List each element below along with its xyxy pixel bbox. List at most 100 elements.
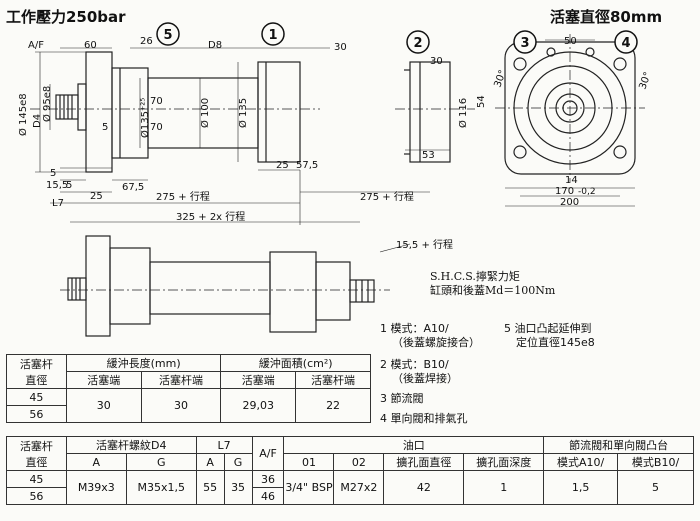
dim-phi145: Ø 145e8 — [17, 93, 29, 136]
dim-15-5: 15,5 — [46, 180, 68, 191]
dim-phi135: Ø 135 — [237, 98, 249, 128]
dim-60: 60 — [84, 40, 97, 51]
cushion-len-rod: 30 — [140, 388, 222, 423]
cushion-area-rod: 22 — [295, 388, 371, 423]
pressure-title: 工作壓力250bar — [6, 8, 126, 26]
dim-header-rod: 活塞杆直徑 — [6, 436, 67, 471]
dim-d4: D4 — [32, 114, 43, 128]
shcs-line-1: S.H.C.S.擰緊力矩 — [430, 270, 520, 283]
cylinder-lower-view — [60, 235, 390, 337]
dim-af-46: 46 — [251, 487, 285, 505]
dim-25a: 25 — [90, 191, 103, 202]
cushion-sub-piston-2: 活塞端 — [220, 371, 297, 389]
cushion-header-area: 緩沖面積(cm²) — [220, 354, 371, 372]
dim-header-af: A/F — [251, 436, 285, 471]
dim-angle-30-left: 30° — [492, 69, 508, 89]
note-1-sub: （後蓋螺旋接合） — [392, 336, 480, 349]
dim-200: 200 — [560, 197, 579, 208]
dim-sub-spotface-diam: 擴孔面直徑 — [383, 453, 465, 471]
dim-sub-l7-a: A — [195, 453, 225, 471]
dim-275a: 275 + 行程 — [156, 190, 210, 203]
dim-tolerance: -0,2 — [578, 187, 596, 197]
dim-53: 53 — [422, 150, 435, 161]
rod-thread — [55, 94, 79, 120]
dim-thread-a: M39x3 — [65, 470, 127, 505]
dim-l7: L7 — [52, 198, 64, 209]
dim-header-port: 油口 — [283, 436, 545, 454]
piston-diameter-title: 活塞直徑80mm — [550, 8, 663, 26]
callout-1-circle — [261, 22, 285, 46]
dim-port-02: M27x2 — [333, 470, 385, 505]
dim-25b: 25 — [276, 160, 289, 171]
dim-d8: D8 — [208, 40, 222, 51]
dim-sub-thread-g: G — [125, 453, 197, 471]
dim-angle-30-right: 30° — [637, 71, 653, 91]
dim-70-bottom: 70 — [150, 122, 163, 133]
dim-14: 14 — [565, 175, 578, 186]
cushion-row-56: 56 — [6, 405, 67, 423]
dim-54: 54 — [476, 95, 487, 108]
flange-front-view — [495, 34, 645, 182]
cushion-area-piston: 29,03 — [220, 388, 297, 423]
dim-header-valve: 節流閥和單向閥凸台 — [543, 436, 694, 454]
dim-5a: 5 — [102, 122, 108, 133]
dim-af-36: 36 — [251, 470, 285, 488]
dim-phi135h: Ø135⁺²⁵ — [139, 98, 151, 138]
note-2: 2 模式：B10/ — [380, 358, 449, 371]
dimensions-table: 活塞杆直徑 活塞杆螺紋D4 L7 A/F 油口 節流閥和單向閥凸台 A G A … — [6, 436, 694, 505]
dim-26: 26 — [140, 36, 153, 47]
dim-spotface-diam: 42 — [383, 470, 465, 505]
note-3: 3 節流閥 — [380, 392, 424, 405]
callout-1: 1 — [268, 28, 277, 43]
cap-block — [257, 61, 301, 163]
note-1: 1 模式：A10/ — [380, 322, 449, 335]
callout-3: 3 — [520, 36, 529, 51]
dim-170: 170 — [555, 186, 574, 197]
cushion-len-piston: 30 — [65, 388, 142, 423]
note-5-sub: 定位直徑145e8 — [516, 336, 595, 349]
cushion-sub-piston: 活塞端 — [65, 371, 142, 389]
dim-5b: 5 — [66, 180, 72, 191]
dim-sub-port-01: 01 — [283, 453, 335, 471]
dim-sub-thread-a: A — [65, 453, 127, 471]
dim-50: 50 — [564, 36, 577, 47]
dim-phi95: Ø 95e8 — [41, 86, 53, 122]
head-flange — [85, 51, 113, 173]
dim-275b: 275 + 行程 — [360, 190, 414, 203]
dim-valve-b10: 5 — [617, 470, 694, 505]
cushion-row-45: 45 — [6, 388, 67, 406]
callout-5: 5 — [163, 28, 172, 43]
note-2-sub: （後蓋焊接） — [392, 372, 458, 385]
cushion-sub-rod: 活塞杆端 — [140, 371, 222, 389]
dim-70-top: 70 — [150, 96, 163, 107]
callout-2: 2 — [413, 36, 422, 51]
dim-l7-g: 35 — [223, 470, 253, 505]
dim-header-thread: 活塞杆螺紋D4 — [65, 436, 197, 454]
callout-4: 4 — [621, 36, 630, 51]
dim-port-01: 3/4" BSP — [283, 470, 335, 505]
dim-5c: 5 — [50, 168, 56, 179]
dim-15-5-stroke: 15,5 + 行程 — [396, 238, 453, 251]
dim-sub-spotface-depth: 擴孔面深度 — [463, 453, 545, 471]
callout-4-circle — [614, 30, 638, 54]
callout-3-circle — [513, 30, 537, 54]
dim-325: 325 + 2x 行程 — [176, 210, 245, 223]
cap-end-view — [409, 61, 451, 163]
dim-phi100: Ø 100 — [199, 98, 211, 128]
note-4: 4 單向閥和排氣孔 — [380, 412, 468, 425]
dim-57-5: 57,5 — [296, 160, 318, 171]
dim-30-top: 30 — [334, 42, 347, 53]
cushion-sub-rod-2: 活塞杆端 — [295, 371, 371, 389]
dim-thread-g: M35x1,5 — [125, 470, 197, 505]
dim-row-45: 45 — [6, 470, 67, 488]
dim-30-end: 30 — [430, 56, 443, 67]
dim-header-l7: L7 — [195, 436, 253, 454]
dim-sub-mode-b10: 模式B10/ — [617, 453, 694, 471]
cushion-table: 活塞杆直徑 緩沖長度(mm) 緩沖面積(cm²) 活塞端 活塞杆端 活塞端 活塞… — [6, 354, 371, 423]
dim-af: A/F — [28, 40, 44, 51]
note-5: 5 油口凸起延伸到 — [504, 322, 592, 335]
callout-2-circle — [406, 30, 430, 54]
dim-row-56: 56 — [6, 487, 67, 505]
callout-5-circle — [156, 22, 180, 46]
